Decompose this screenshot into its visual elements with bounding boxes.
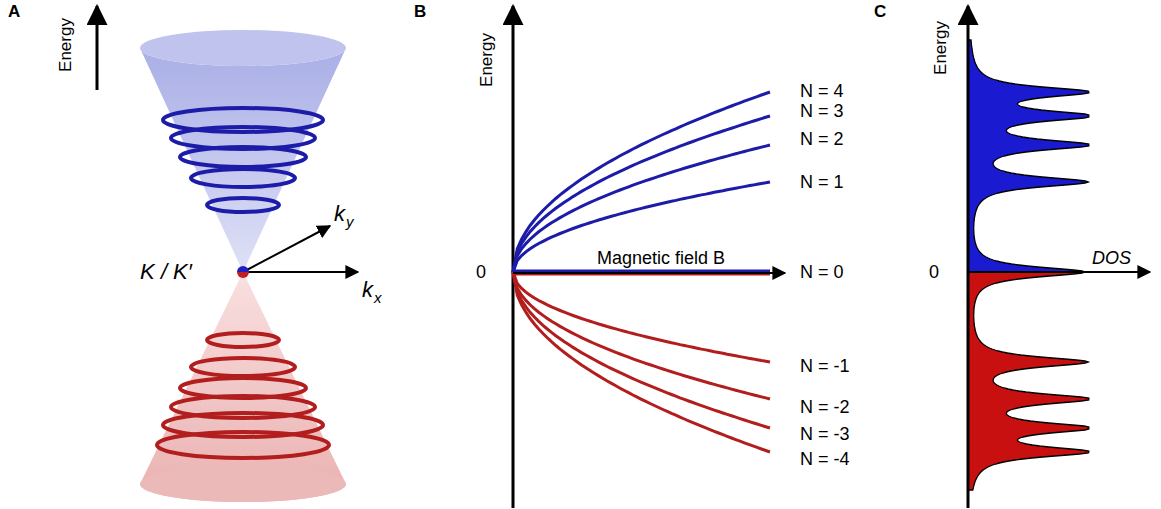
text-label: 0 — [929, 262, 939, 282]
label-box: 0 — [476, 262, 486, 283]
dos-axis — [968, 271, 1150, 273]
label-box: x — [374, 289, 382, 307]
label-box: K / K′ — [140, 259, 192, 285]
label-box: A — [8, 2, 20, 22]
label-box: Energy — [477, 33, 497, 87]
label-box: B — [414, 2, 426, 22]
upper-cone — [140, 30, 346, 272]
text-label: N = 4 — [800, 81, 844, 101]
label-box: y — [346, 213, 354, 231]
label-box: Energy — [931, 21, 951, 75]
label-box: N = 4 — [800, 81, 844, 102]
label-box: C — [874, 2, 886, 22]
label-box: 0 — [929, 262, 939, 283]
energy-axis — [512, 6, 515, 508]
text-label: C — [874, 2, 886, 21]
text-label: N = -3 — [800, 424, 850, 444]
label-box: N = 0 — [800, 262, 844, 283]
label-box: N = -1 — [800, 356, 850, 377]
kx-axis — [243, 271, 358, 273]
label-box: k — [334, 201, 345, 227]
label-box: N = 3 — [800, 101, 844, 122]
lower-cone — [140, 272, 346, 502]
level-curve — [968, 272, 1089, 490]
text-label: DOS — [1092, 248, 1131, 268]
text-label: K / K′ — [140, 259, 192, 284]
text-label: N = 0 — [800, 262, 844, 282]
label-box: N = -3 — [800, 424, 850, 445]
dirac-point — [237, 272, 249, 278]
text-label: N = -1 — [800, 356, 850, 376]
text-label: A — [8, 2, 20, 21]
level-curve — [513, 272, 770, 362]
level-curve — [513, 272, 770, 428]
text-label: k — [362, 277, 373, 302]
text-label: k — [334, 201, 345, 226]
text-label: x — [374, 289, 382, 306]
energy-axis — [96, 6, 99, 90]
label-box: Magnetic field B — [597, 248, 725, 269]
text-label: 0 — [476, 262, 486, 282]
text-label: N = 2 — [800, 129, 844, 149]
level-curve — [513, 182, 770, 272]
level-curve — [513, 145, 770, 272]
text-label: N = 3 — [800, 101, 844, 121]
field-axis — [513, 272, 785, 274]
label-box: N = -2 — [800, 397, 850, 418]
label-box: DOS — [1092, 248, 1131, 269]
text-label: Energy — [931, 21, 950, 75]
level-curve — [513, 116, 770, 272]
text-label: N = -4 — [800, 449, 850, 469]
ky-axis — [243, 226, 330, 272]
label-box: Energy — [56, 18, 76, 72]
dirac-point — [237, 266, 249, 272]
density-of-states — [968, 40, 1089, 490]
energy-axis — [967, 6, 970, 508]
text-label: Energy — [477, 33, 496, 87]
text-label: Magnetic field B — [597, 248, 725, 268]
label-box: k — [362, 277, 373, 303]
text-label: B — [414, 2, 426, 21]
text-label: N = 1 — [800, 172, 844, 192]
text-label: N = -2 — [800, 397, 850, 417]
text-label: Energy — [56, 18, 75, 72]
level-curve — [513, 272, 770, 399]
level-curve — [513, 92, 770, 272]
label-box: N = 2 — [800, 129, 844, 150]
level-curve — [513, 272, 770, 452]
label-box: N = 1 — [800, 172, 844, 193]
text-label: y — [346, 213, 354, 230]
label-box: N = -4 — [800, 449, 850, 470]
level-curve — [968, 40, 1089, 272]
